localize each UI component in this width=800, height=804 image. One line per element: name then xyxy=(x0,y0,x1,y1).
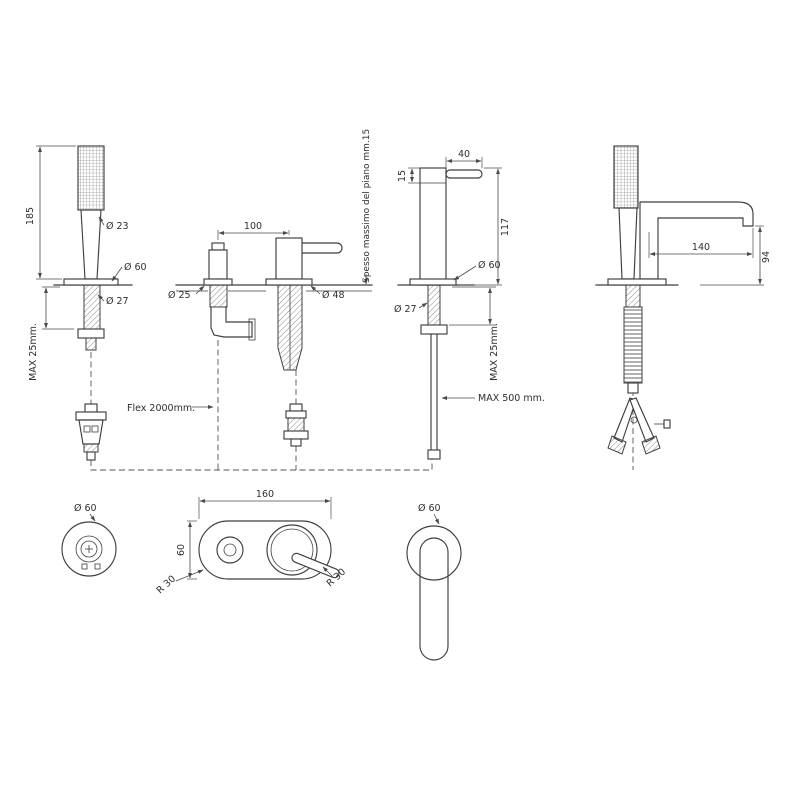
dim-head-diameter-label: Ø 23 xyxy=(106,221,129,232)
hand-shower-side-view: 185 Ø 23 Ø 60 Ø 27 MAX 25mm. xyxy=(25,145,147,461)
plan3-diameter-label: Ø 60 xyxy=(418,503,441,514)
dim-radius-left-label: R 30 xyxy=(155,574,179,597)
spout-hose-connector xyxy=(283,403,309,447)
dim-spout-height-label: 94 xyxy=(761,251,772,263)
spout-body xyxy=(265,237,343,371)
dim-height-label: 185 xyxy=(25,207,36,225)
dim-diverter-diameter-label: Ø 25 xyxy=(168,290,191,301)
dim-mixer-height-label: 117 xyxy=(500,218,511,236)
dim-mixer-flange-diameter-label: Ø 60 xyxy=(478,260,501,271)
deck-spout-view: 100 Ø 25 Ø 48 Spesso massimo del piano m… xyxy=(127,129,373,447)
dim-spacing-label: 100 xyxy=(244,221,262,232)
max-deck-thickness-label: MAX 25mm. xyxy=(28,323,39,381)
mixer-plan-view: Ø 60 xyxy=(406,503,462,661)
dim-mixer-hole-diameter-label: Ø 27 xyxy=(394,304,417,315)
max-deck-thickness-right-label: MAX 25mm. xyxy=(489,323,500,381)
dim-spout-flange-diameter-label: Ø 48 xyxy=(322,290,345,301)
flex-hose-note: Flex 2000mm. xyxy=(127,403,195,414)
dim-spout-reach-label: 140 xyxy=(692,242,710,253)
shower-hose-connector xyxy=(75,403,107,461)
dim-cap-label: 15 xyxy=(397,170,408,182)
dim-plan-width-label: 60 xyxy=(176,544,187,556)
dim-hole-diameter-label: Ø 27 xyxy=(106,296,129,307)
dim-lever-label: 40 xyxy=(458,149,470,160)
deck-thickness-note: Spesso massimo del piano mm.15 xyxy=(362,129,372,283)
dim-flange-diameter-label: Ø 60 xyxy=(124,262,147,273)
deck-plan-view: 160 60 R 30 R 30 xyxy=(155,489,349,596)
diverter-body xyxy=(203,242,256,341)
hose-clamp-weight xyxy=(607,397,671,455)
hand-shower-plan-view: Ø 60 xyxy=(61,503,117,577)
tub-spout-view: 140 94 xyxy=(595,145,772,455)
dim-plan-length-label: 160 xyxy=(256,489,274,500)
max-hose-length-label: MAX 500 mm. xyxy=(478,393,545,404)
plan1-diameter-label: Ø 60 xyxy=(74,503,97,514)
mixer-side-view: 40 15 117 Ø 60 Ø 27 MAX 25mm. MAX 500 mm… xyxy=(394,149,545,460)
